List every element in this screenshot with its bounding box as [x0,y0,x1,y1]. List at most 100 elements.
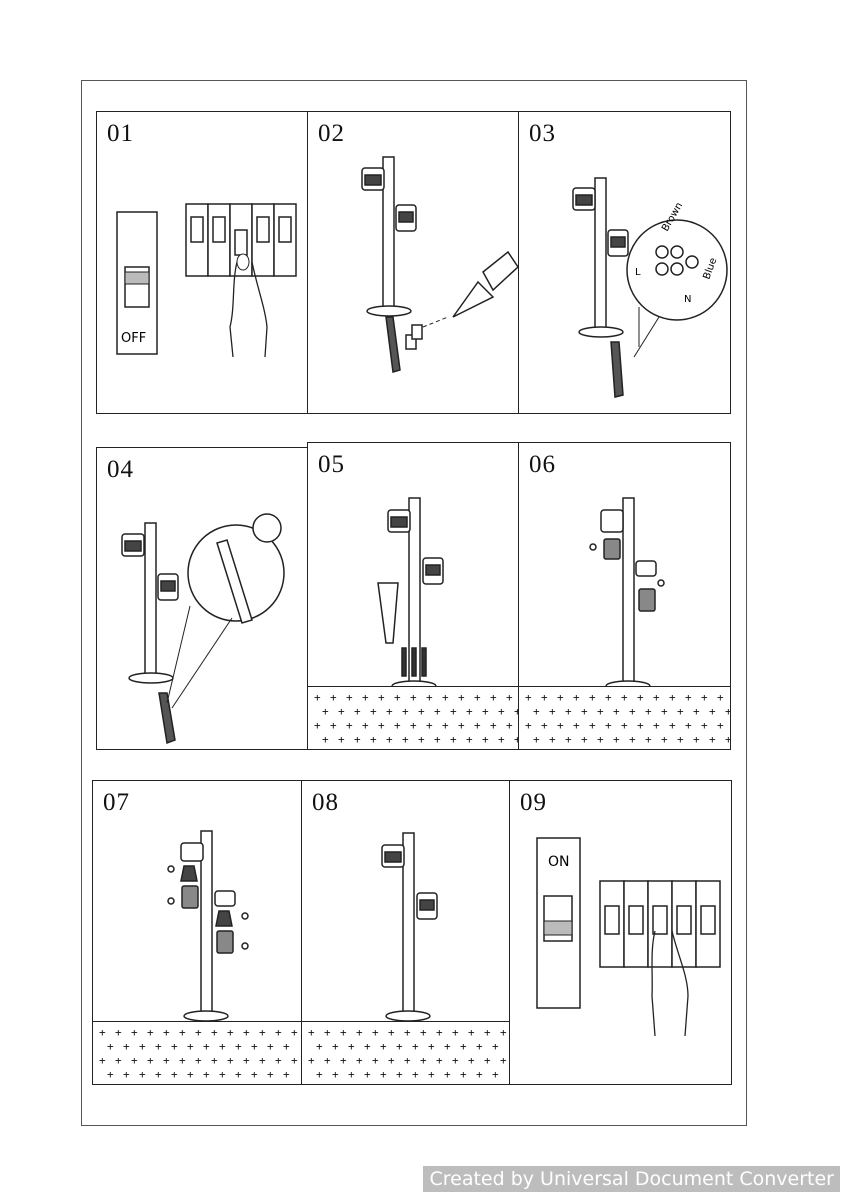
assembled-lamp-illustration [381,832,438,1022]
soil-mark: + [394,719,401,732]
soil-mark: + [322,733,329,746]
soil-mark: + [211,1054,218,1067]
soil-mark: + [380,1040,387,1053]
soil-mark: + [506,719,513,732]
soil-mark: + [324,1054,331,1067]
soil-mark: + [227,1026,234,1039]
soil-mark: + [388,1026,395,1039]
soil-mark: + [468,1054,475,1067]
soil-mark: + [364,1040,371,1053]
soil-mark: + [99,1026,106,1039]
soil-mark: + [243,1026,250,1039]
soil-mark: + [613,705,620,718]
soil-mark: + [541,691,548,704]
soil-mark: + [211,1026,218,1039]
step-number: 06 [529,451,556,478]
soil-mark: + [444,1068,451,1081]
soil-mark: + [372,1026,379,1039]
wire-label-l: L [635,267,641,278]
soil-mark: + [629,733,636,746]
soil-mark: + [372,1054,379,1067]
soil-mark: + [677,705,684,718]
watermark: Created by Universal Document Converter [423,1166,840,1192]
soil-mark: + [348,1068,355,1081]
soil-mark: + [458,719,465,732]
soil-mark: + [490,719,497,732]
junction-box-illustration [121,513,285,745]
soil-mark: + [179,1054,186,1067]
soil-mark: + [426,691,433,704]
soil-mark: + [492,1068,499,1081]
soil-mark: + [725,734,730,745]
ground-soil: ++++++++++++++++++++++++++++++++++++++++… [519,686,730,749]
step-panel-09: 09 ON [509,780,732,1085]
soil-mark: + [541,719,548,732]
soil-mark: + [123,1040,130,1053]
soil-mark: + [107,1068,114,1081]
soil-mark: + [498,705,505,718]
soil-mark: + [629,705,636,718]
soil-mark: + [474,719,481,732]
soil-mark: + [187,1040,194,1053]
soil-mark: + [452,1026,459,1039]
soil-mark: + [219,1040,226,1053]
soil-mark: + [316,1040,323,1053]
soil-mark: + [338,733,345,746]
ground-soil: ++++++++++++++++++++++++++++++++++++++++… [93,1021,302,1084]
soil-mark: + [709,733,716,746]
soil-mark: + [115,1026,122,1039]
step-number: 09 [520,789,547,816]
soil-mark: + [605,691,612,704]
soil-mark: + [420,1026,427,1039]
soil-mark: + [346,719,353,732]
soil-mark: + [332,1068,339,1081]
soil-mark: + [466,705,473,718]
soil-mark: + [171,1040,178,1053]
soil-mark: + [362,719,369,732]
soil-mark: + [370,733,377,746]
step-number: 03 [529,120,556,147]
soil-mark: + [426,719,433,732]
soil-mark: + [147,1054,154,1067]
soil-mark: + [581,733,588,746]
soil-mark: + [410,719,417,732]
soil-mark: + [235,1040,242,1053]
soil-mark: + [693,705,700,718]
soil-mark: + [155,1068,162,1081]
soil-mark: + [410,691,417,704]
soil-mark: + [498,733,505,746]
soil-mark: + [330,719,337,732]
soil-mark: + [460,1040,467,1053]
soil-mark: + [637,691,644,704]
soil-mark: + [155,1040,162,1053]
soil-mark: + [565,705,572,718]
soil-mark: + [332,1040,339,1053]
step-number: 02 [318,120,345,147]
soil-mark: + [685,691,692,704]
off-label: OFF [121,331,146,346]
soil-mark: + [717,719,724,732]
soil-mark: + [637,719,644,732]
soil-mark: + [701,691,708,704]
soil-mark: + [195,1026,202,1039]
soil-mark: + [565,733,572,746]
soil-mark: + [364,1068,371,1081]
soil-mark: + [203,1040,210,1053]
soil-mark: + [482,733,489,746]
soil-mark: + [388,1054,395,1067]
soil-mark: + [404,1054,411,1067]
soil-mark: + [378,691,385,704]
soil-mark: + [308,1026,315,1039]
soil-mark: + [316,1068,323,1081]
soil-mark: + [163,1054,170,1067]
soil-mark: + [354,733,361,746]
soil-mark: + [653,691,660,704]
soil-mark: + [291,1054,298,1067]
soil-mark: + [597,733,604,746]
soil-mark: + [338,705,345,718]
step-panel-02: 02 [307,111,520,414]
soil-mark: + [444,1040,451,1053]
soil-mark: + [396,1068,403,1081]
soil-mark: + [283,1040,290,1053]
soil-mark: + [436,1026,443,1039]
